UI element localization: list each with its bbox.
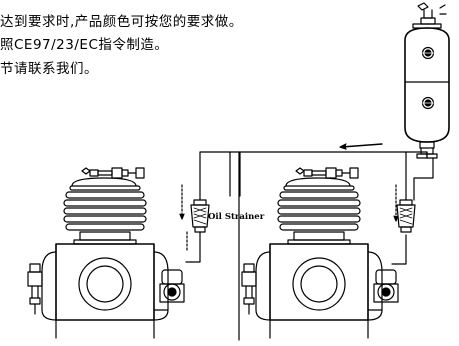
flow-arrow-icon (339, 143, 383, 150)
compressor-right-icon (241, 167, 399, 339)
oil-separator-tank-icon (404, 2, 450, 159)
intro-line-1: 达到要求时,产品颜色可按您的要求做。 (0, 14, 243, 30)
intro-line-3: 节请联系我们。 (0, 61, 98, 77)
compressor-left-icon (27, 167, 185, 339)
oil-piping (185, 151, 434, 341)
oil-strainer-left-icon (190, 199, 210, 233)
oil-strainer-right-icon (396, 199, 416, 233)
oil-strainer-label: Oil Strainer (208, 212, 265, 222)
intro-line-2: 照CE97/23/EC指令制造。 (0, 37, 169, 53)
oil-flow-direction-arrows (181, 184, 397, 253)
